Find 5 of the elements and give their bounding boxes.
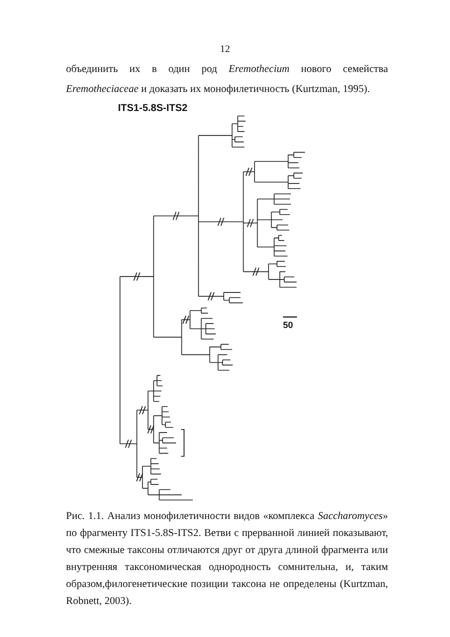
scale-label: 50: [283, 320, 294, 330]
page-number: 12: [219, 44, 231, 55]
body-paragraph: объединить их в один род Eremothecium нового семейства Eremotheciaceae и доказать их монофилетичность (Kurtzman, 1995).: [66, 63, 388, 97]
figure-caption: Рис. 1.1. Анализ монофилетичности видов «комплекса Saccharomyces» по фрагменту ITS1-5.8S-ITS2. Ветви с прерванной линией показывают, что смежные таксоны отличаются друг от друга длиной фрагмента или внутренняя таксономическая однородность сомнительна, и, таким образом,филогенетические позиции таксона не определены (Kurtzman, Robnett, 2003).: [66, 510, 388, 609]
tree-title: ITS1-5.8S-ITS2: [118, 103, 188, 114]
